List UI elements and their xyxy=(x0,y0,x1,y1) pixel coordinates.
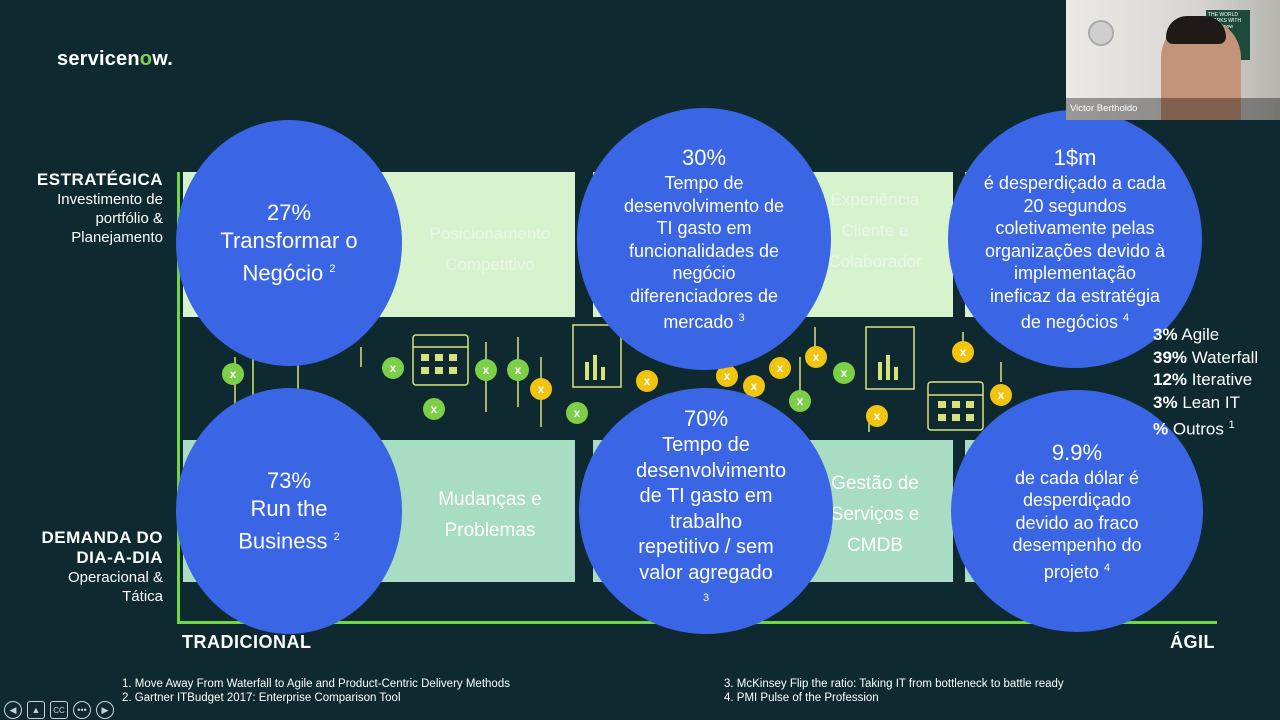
stat-value: 9.9% xyxy=(1051,439,1103,465)
y-bottom-label: DEMANDA DO DIA-A-DIA Operacional & Tátic… xyxy=(41,528,163,605)
alert-y-icon: x xyxy=(743,375,765,397)
stat-value: 30% xyxy=(681,145,727,171)
alert-y-icon: x xyxy=(990,384,1012,406)
captions-icon[interactable]: CC xyxy=(50,701,68,719)
stat-text: Tempo de desenvolvimento de TI gasto em … xyxy=(636,434,787,605)
x-label-traditional: TRADICIONAL xyxy=(182,632,312,652)
method-item: 39% Waterfall xyxy=(1153,347,1259,367)
report-icon xyxy=(572,324,622,388)
stat-circle-differentiating: 30% Tempo de desenvolvimento de TI gasto… xyxy=(577,108,831,370)
workflow-icons-band xyxy=(234,324,1002,432)
stat-text: Tempo de desenvolvimento de TI gasto em … xyxy=(623,173,785,333)
stat-value: 27% xyxy=(266,199,312,225)
method-item: 3% Agile xyxy=(1153,325,1220,344)
stat-value: 70% xyxy=(683,406,729,432)
footnote-2: 2. Gartner ITBudget 2017: Enterprise Com… xyxy=(122,692,401,704)
cell-top-2: Experiência Cliente e Colaborador xyxy=(828,190,922,271)
calendar-icon xyxy=(412,334,469,386)
check-x-icon: x xyxy=(222,363,244,385)
check-x-icon: x xyxy=(382,357,404,379)
stat-circle-run: 73% Run the Business 2 xyxy=(176,388,402,634)
participant-name: Victor Bertholdo xyxy=(1070,103,1138,114)
player-controls: ◀ ▲ CC ••• ▶ xyxy=(4,701,114,719)
report-icon xyxy=(865,326,915,390)
method-item: 12% Iterative xyxy=(1153,370,1253,389)
y-top-label: ESTRATÉGICA Investimento de portfólio & … xyxy=(36,170,163,246)
stat-text: de cada dólar é desperdiçado devido ao f… xyxy=(1012,467,1142,582)
stat-circle-repetitive: 70% Tempo de desenvolvimento de TI gasto… xyxy=(579,388,833,634)
stat-circle-waste: 1$m é desperdiçado a cada 20 segundos co… xyxy=(948,110,1202,368)
more-icon[interactable]: ••• xyxy=(73,701,91,719)
alert-y-icon: x xyxy=(636,370,658,392)
cell-bottom-2: Gestão de Serviços e CMDB xyxy=(830,473,920,556)
footnote-3: 3. McKinsey Flip the ratio: Taking IT fr… xyxy=(724,678,1064,690)
alert-y-icon: x xyxy=(716,365,738,387)
check-x-icon: x xyxy=(423,398,445,420)
stat-value: 73% xyxy=(266,467,312,493)
cell-bottom-1: Mudanças e Problemas xyxy=(438,489,542,541)
check-x-icon: x xyxy=(566,402,588,424)
y-axis xyxy=(177,172,180,624)
stat-text: Transformar o Negócio 2 xyxy=(220,227,358,286)
up-icon[interactable]: ▲ xyxy=(27,701,45,719)
hair xyxy=(1166,16,1226,44)
servicenow-logo: servicenow. xyxy=(57,48,173,70)
method-item: 3% Lean IT xyxy=(1153,392,1240,412)
calendar-icon xyxy=(927,381,984,431)
stat-value: 1$m xyxy=(1053,145,1097,171)
stat-text: é desperdiçado a cada 20 segundos coleti… xyxy=(983,173,1167,333)
cell-top-1: Posicionamento Competitivo xyxy=(429,224,551,274)
check-x-icon: x xyxy=(475,359,497,381)
alert-y-icon: x xyxy=(530,378,552,400)
clock-icon xyxy=(1088,20,1114,46)
footnote-4: 4. PMI Pulse of the Profession xyxy=(724,692,879,704)
alert-y-icon: x xyxy=(952,341,974,363)
check-x-icon: x xyxy=(833,362,855,384)
methods-list: 3% Agile 39% Waterfall 12% Iterative 3% … xyxy=(1153,324,1258,441)
stat-circle-dollar: 9.9% de cada dólar é desperdiçado devido… xyxy=(951,390,1203,632)
back-icon[interactable]: ◀ xyxy=(4,701,22,719)
forward-icon[interactable]: ▶ xyxy=(96,701,114,719)
stat-text: Run the Business 2 xyxy=(238,495,340,554)
alert-y-icon: x xyxy=(866,405,888,427)
x-label-agile: ÁGIL xyxy=(1170,632,1215,652)
alert-y-icon: x xyxy=(805,346,827,368)
alert-y-icon: x xyxy=(769,357,791,379)
participant-video[interactable]: THE WORLD WORKS WITH servicenow Victor B… xyxy=(1066,0,1280,120)
check-x-icon: x xyxy=(789,390,811,412)
stat-circle-transform: 27% Transformar o Negócio 2 xyxy=(176,120,402,366)
check-x-icon: x xyxy=(507,359,529,381)
method-item: % Outros 1 xyxy=(1153,419,1235,439)
footnote-1: 1. Move Away From Waterfall to Agile and… xyxy=(122,678,510,690)
